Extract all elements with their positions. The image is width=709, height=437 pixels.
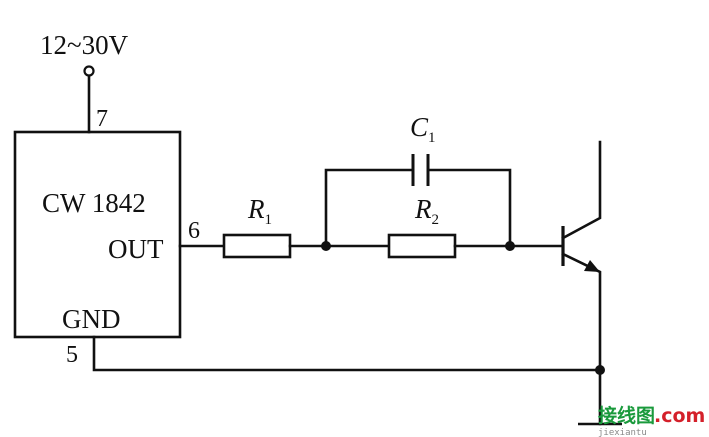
transistor-collector <box>561 140 602 240</box>
emitter-arrow-icon <box>584 260 600 272</box>
watermark-com: .com <box>654 405 705 427</box>
c1-right-wire <box>426 168 512 248</box>
c1-left-wire <box>324 168 415 248</box>
resistor-r2 <box>387 233 457 259</box>
ground-wire <box>92 335 602 372</box>
pin-7-label: 7 <box>96 106 108 132</box>
transistor-emitter <box>561 252 602 426</box>
watermark-logo: 接线图 .com jiexiantu <box>598 404 705 437</box>
r1-label: R1 <box>247 194 272 228</box>
junction-dot <box>321 241 331 251</box>
r2-label: R2 <box>414 194 439 228</box>
ic-box <box>13 130 182 339</box>
watermark-cn: 接线图 <box>598 404 655 427</box>
supply-terminal <box>83 65 95 77</box>
junction-dot <box>505 241 515 251</box>
watermark-url: jiexiantu <box>598 428 647 437</box>
ic-name: CW 1842 <box>42 188 146 218</box>
pin-5-label: 5 <box>66 342 78 368</box>
pin-6-label: 6 <box>188 218 200 244</box>
supply-voltage-label: 12~30V <box>40 30 129 60</box>
resistor-r1 <box>222 233 292 259</box>
junction-dot <box>595 365 605 375</box>
ic-gnd-label: GND <box>62 304 121 334</box>
c1-label: C1 <box>410 112 436 146</box>
ic-out-label: OUT <box>108 234 164 264</box>
